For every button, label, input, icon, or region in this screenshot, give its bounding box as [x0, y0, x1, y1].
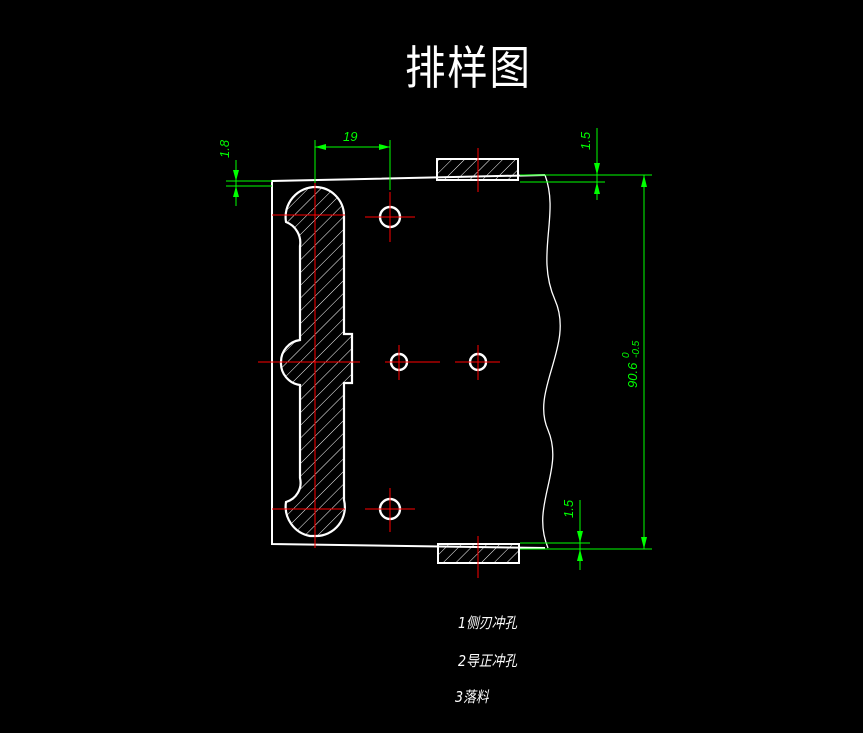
drawing-title: 排样图: [405, 41, 532, 95]
dim-width: 90.6 0 -0.5: [621, 340, 642, 388]
dim-width-main: 90.6: [625, 362, 640, 388]
holes: [378, 205, 488, 521]
center-lines: [258, 148, 500, 578]
note-2: 2导正冲孔: [458, 652, 518, 670]
dimension-arrows: [233, 144, 647, 561]
dim-bottom-margin: 1.5: [561, 499, 576, 518]
dim-width-lower: -0.5: [631, 340, 642, 358]
main-blank: [279, 185, 354, 538]
note-3: 3落料: [455, 688, 489, 706]
dim-pitch: 19: [343, 129, 357, 144]
dim-top-margin: 1.5: [578, 131, 593, 150]
dim-left-offset: 1.8: [217, 139, 232, 158]
dim-width-upper: 0: [621, 352, 632, 358]
note-1: 1侧刃冲孔: [458, 614, 518, 632]
